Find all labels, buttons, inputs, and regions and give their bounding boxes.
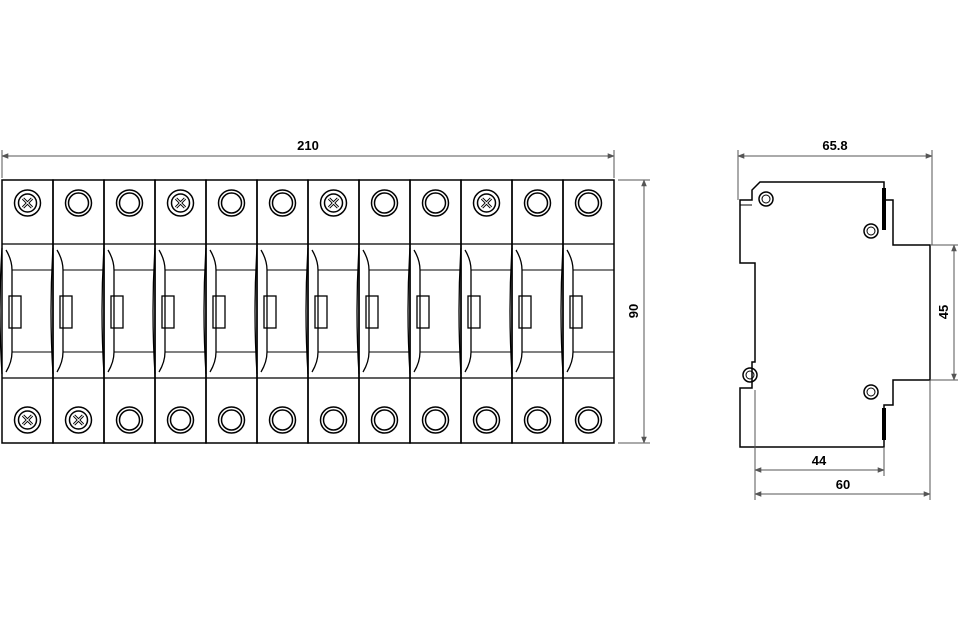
side-view: 65.8 45 44 60 — [737, 138, 958, 500]
front-view: 210 90 — [0, 138, 650, 444]
bottom-terminal-screw — [166, 406, 195, 434]
width-dimension — [1, 150, 615, 178]
indicator-window — [569, 295, 583, 329]
top-terminal-screw — [472, 189, 501, 217]
module-bevel — [515, 249, 523, 373]
module — [509, 179, 564, 444]
bottom-terminal-screw — [115, 406, 144, 434]
indicator-window — [59, 295, 73, 329]
height-dimension — [618, 179, 650, 444]
module — [203, 179, 258, 444]
module-outline — [103, 179, 156, 444]
module-outline — [52, 179, 105, 444]
top-terminal-screw — [523, 189, 552, 217]
side-screw-top-front — [758, 191, 774, 207]
side-screw-top-back — [863, 223, 879, 239]
side-profile — [739, 181, 931, 448]
module-bevel — [56, 249, 64, 373]
module-bevel — [209, 249, 217, 373]
indicator-window — [212, 295, 226, 329]
module — [407, 179, 462, 444]
top-terminal-screw — [217, 189, 246, 217]
module-bevel — [413, 249, 421, 373]
module — [305, 179, 360, 444]
rail-label: 45 — [936, 305, 951, 319]
side-screw-bottom-front — [742, 367, 758, 383]
width-label: 210 — [297, 138, 319, 153]
module — [356, 179, 411, 444]
module-bevel — [5, 249, 13, 373]
top-terminal-screw — [268, 189, 297, 217]
base-depth-label: 60 — [836, 477, 850, 492]
module-outline — [562, 179, 615, 444]
top-terminal-screw — [319, 189, 348, 217]
indicator-window — [467, 295, 481, 329]
top-terminal-screw — [13, 189, 42, 217]
module-bevel — [158, 249, 166, 373]
bottom-terminal-screw — [64, 406, 93, 434]
top-terminal-screw — [574, 189, 603, 217]
indicator-window — [365, 295, 379, 329]
module-bevel — [464, 249, 472, 373]
indicator-window — [8, 295, 22, 329]
indicator-window — [161, 295, 175, 329]
bottom-terminal-screw — [472, 406, 501, 434]
indicator-window — [110, 295, 124, 329]
height-label: 90 — [626, 304, 641, 318]
bottom-terminal-screw — [319, 406, 348, 434]
bottom-terminal-screw — [268, 406, 297, 434]
indicator-window — [416, 295, 430, 329]
bottom-terminal-screw — [574, 406, 603, 434]
bottom-terminal-screw — [370, 406, 399, 434]
bottom-terminal-screw — [217, 406, 246, 434]
module — [50, 179, 105, 444]
bottom-terminal-screw — [421, 406, 450, 434]
module — [254, 179, 309, 444]
module — [152, 179, 207, 444]
top-terminal-screw — [115, 189, 144, 217]
module-bevel — [107, 249, 115, 373]
top-terminal-screw — [421, 189, 450, 217]
module-bevel — [260, 249, 268, 373]
rail-dimension — [930, 244, 958, 381]
depth-dimension — [737, 150, 933, 245]
top-terminal-screw — [166, 189, 195, 217]
front-depth-label: 44 — [812, 453, 827, 468]
module-bevel — [362, 249, 370, 373]
top-terminal-screw — [64, 189, 93, 217]
module — [560, 179, 615, 444]
base-depth-dimension — [754, 380, 931, 500]
indicator-window — [263, 295, 277, 329]
module — [101, 179, 156, 444]
depth-label: 65.8 — [822, 138, 847, 153]
bottom-terminal-screw — [13, 406, 42, 434]
front-depth-dimension — [754, 390, 885, 500]
module — [0, 179, 54, 444]
module-outline — [511, 179, 564, 444]
module — [458, 179, 513, 444]
bottom-terminal-screw — [523, 406, 552, 434]
top-terminal-screw — [370, 189, 399, 217]
indicator-window — [314, 295, 328, 329]
side-screw-bottom-back — [863, 384, 879, 400]
module-bevel — [311, 249, 319, 373]
module-bevel — [566, 249, 574, 373]
indicator-window — [518, 295, 532, 329]
